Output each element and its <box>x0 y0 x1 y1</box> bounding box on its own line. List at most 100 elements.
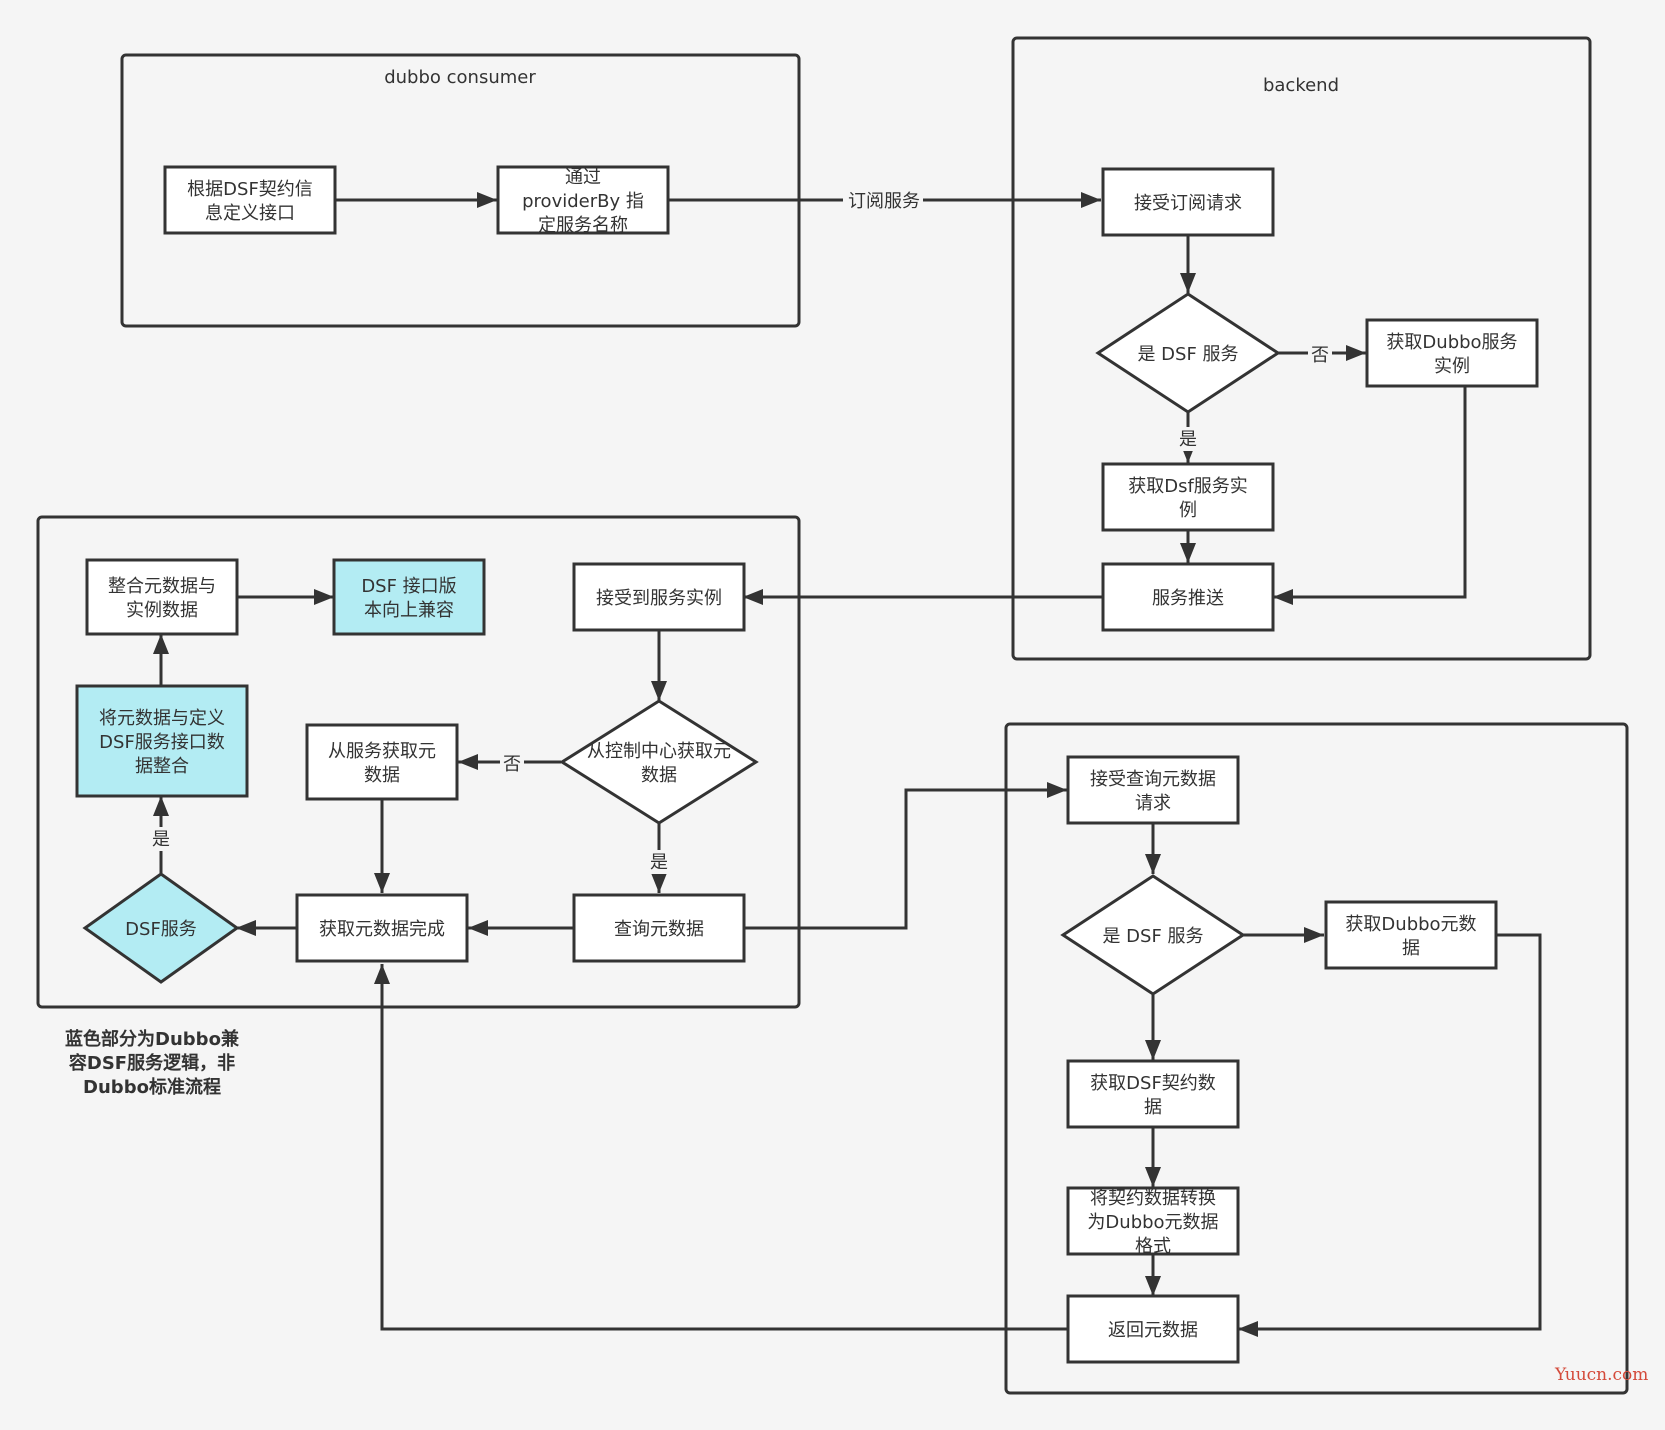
node-label-line: 据整合 <box>135 756 189 777</box>
node-label-line: 获取Dubbo服务 <box>1386 332 1517 353</box>
node-label-line: 接受查询元数据 <box>1090 769 1216 790</box>
process-box <box>1101 562 1275 632</box>
node-label-line: 是 DSF 服务 <box>1102 926 1203 947</box>
node-label-line: 从服务获取元 <box>328 741 436 762</box>
process-box <box>305 723 459 801</box>
node-label-line: 息定义接口 <box>205 203 295 224</box>
node-label-line: 定服务名称 <box>538 215 628 236</box>
node-label-line: 格式 <box>1135 1236 1171 1257</box>
svg-text:是: 是 <box>152 829 170 850</box>
node-dsf-service: DSF服务 <box>82 872 240 984</box>
node-label-line: 获取Dsf服务实 <box>1128 476 1248 497</box>
consumer-group-title: dubbo consumer <box>384 67 536 88</box>
node-label-line: 实例数据 <box>126 600 198 621</box>
legend-note-line: Dubbo标准流程 <box>83 1077 221 1098</box>
svg-text:是: 是 <box>650 852 668 873</box>
legend-note-line: 蓝色部分为Dubbo兼 <box>65 1029 239 1050</box>
node-is-dsf-2: 是 DSF 服务 <box>1060 874 1246 996</box>
process-box <box>1066 1186 1240 1256</box>
edge-label-no-2: 否 <box>500 751 524 775</box>
edge-dubbo-instance-to-push <box>1273 386 1467 605</box>
node-label-line: 据 <box>1402 938 1420 959</box>
edge-dubbo-meta-to-return <box>1238 933 1542 1337</box>
decision-diamond <box>82 872 240 984</box>
node-label-line: 根据DSF契约信 <box>187 179 313 200</box>
process-box <box>1101 462 1275 532</box>
node-label-line: 返回元数据 <box>1108 1320 1198 1341</box>
process-box <box>572 893 746 963</box>
svg-text:订阅服务: 订阅服务 <box>848 191 920 212</box>
process-box <box>496 165 670 235</box>
edge-label-yes-3: 是 <box>149 827 173 851</box>
node-label-line: 据 <box>1144 1097 1162 1118</box>
node-return-meta: 返回元数据 <box>1066 1294 1240 1364</box>
node-label-line: 查询元数据 <box>614 919 704 940</box>
node-label-line: 将契约数据转换 <box>1090 1188 1216 1209</box>
node-label-line: 获取Dubbo元数 <box>1345 914 1476 935</box>
node-label-line: 整合元数据与 <box>108 576 216 597</box>
node-label-line: 从控制中心获取元 <box>587 741 731 762</box>
node-label-line: 请求 <box>1135 793 1171 814</box>
legend-note: 蓝色部分为Dubbo兼 容DSF服务逻辑，非 Dubbo标准流程 <box>52 1028 252 1100</box>
node-label-line: 为Dubbo元数据 <box>1087 1212 1218 1233</box>
consumer-group-box <box>120 53 801 328</box>
metadata-group-box <box>1004 722 1629 1395</box>
svg-text:否: 否 <box>1311 345 1329 366</box>
node-label-line: 接受到服务实例 <box>596 588 722 609</box>
node-service-push: 服务推送 <box>1101 562 1275 632</box>
decision-diamond <box>1095 292 1281 414</box>
process-box <box>1324 900 1498 970</box>
edge-label-yes-1: 是 <box>1176 427 1200 451</box>
process-box <box>163 165 337 235</box>
node-label-line: 获取元数据完成 <box>319 919 445 940</box>
edge-query-to-accept-meta <box>743 782 1067 930</box>
process-box <box>85 558 239 636</box>
watermark: Yuucn.com <box>1555 1365 1649 1385</box>
node-query-meta: 查询元数据 <box>572 893 746 963</box>
decision-diamond <box>1060 874 1246 996</box>
node-label-line: 将元数据与定义 <box>99 708 225 729</box>
node-label-line: 实例 <box>1434 356 1470 377</box>
process-box <box>75 684 249 798</box>
node-meta-done: 获取元数据完成 <box>295 893 469 963</box>
node-label-line: 本向上兼容 <box>364 600 454 621</box>
process-box <box>572 562 746 632</box>
node-is-dsf-1: 是 DSF 服务 <box>1095 292 1281 414</box>
decision-diamond <box>559 699 759 825</box>
node-label-line: 例 <box>1179 500 1197 521</box>
node-label-line: 服务推送 <box>1152 588 1224 609</box>
edge-label-no-1: 否 <box>1308 342 1332 366</box>
node-label-line: 通过 <box>565 167 601 188</box>
edge-label-subscribe: 订阅服务 <box>843 189 923 213</box>
process-box <box>332 558 486 636</box>
node-label-line: DSF服务 <box>125 919 197 940</box>
node-label-line: 是 DSF 服务 <box>1137 344 1238 365</box>
process-box <box>1066 1294 1240 1364</box>
backend-group-title: backend <box>1263 75 1339 96</box>
node-label-line: providerBy 指 <box>522 191 644 212</box>
node-label-line: 获取DSF契约数 <box>1090 1073 1216 1094</box>
node-label-line: 接受订阅请求 <box>1134 193 1242 214</box>
process-box <box>1365 318 1539 388</box>
node-label-line: DSF服务接口数 <box>99 732 225 753</box>
node-accept-subscribe: 接受订阅请求 <box>1101 167 1275 237</box>
node-label-line: 数据 <box>364 765 400 786</box>
legend-note-line: 容DSF服务逻辑，非 <box>68 1053 236 1074</box>
svg-text:是: 是 <box>1179 429 1197 450</box>
process-box <box>1101 167 1275 237</box>
node-label-line: DSF 接口版 <box>361 576 456 597</box>
node-receive-instance: 接受到服务实例 <box>572 562 746 632</box>
svg-text:否: 否 <box>503 754 521 775</box>
